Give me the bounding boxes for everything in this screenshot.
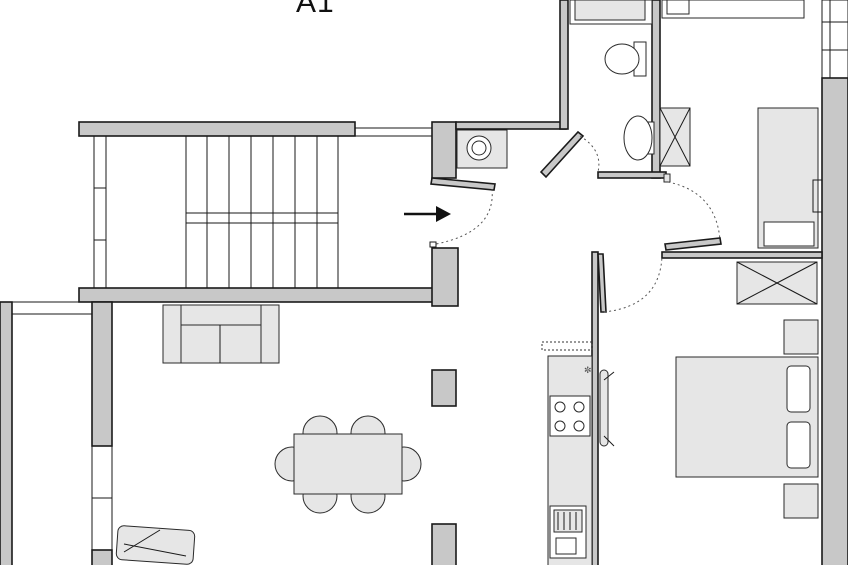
east-wall <box>821 77 848 565</box>
entry-wall-top <box>431 121 457 179</box>
armchair <box>115 525 196 565</box>
entry-door-swing <box>435 188 493 245</box>
dining-table <box>274 415 422 514</box>
arrow-right-icon <box>404 206 451 222</box>
bedroom-2 <box>659 0 823 259</box>
bedroom-2-door <box>664 237 722 251</box>
bath-wall-west <box>559 0 569 130</box>
bath-wall-south <box>455 121 567 130</box>
sofa <box>162 304 280 364</box>
hall-wall <box>597 171 667 179</box>
stair-window <box>93 135 107 289</box>
balcony-rail <box>11 301 93 315</box>
column-bottom <box>431 523 457 565</box>
kitchen-sink <box>549 505 587 559</box>
stair-wall-bottom <box>78 287 457 303</box>
bedroom-partition <box>661 251 823 259</box>
column-top <box>431 369 457 407</box>
toilet <box>604 41 647 77</box>
nightstand-top <box>783 319 819 355</box>
nightstand-bottom <box>783 483 819 519</box>
bed-small <box>661 0 805 19</box>
living-room <box>91 301 457 565</box>
unit-label: A1 <box>296 0 335 19</box>
bath-door <box>539 130 585 179</box>
west-wall <box>0 301 13 565</box>
range-hood <box>541 341 593 351</box>
stairwell <box>78 121 457 303</box>
cooktop <box>549 395 591 437</box>
east-window <box>821 0 848 79</box>
wall-lamp <box>599 369 615 447</box>
entry-wall-bottom <box>431 247 459 307</box>
stair-treads <box>185 135 339 289</box>
entry-door <box>430 177 496 191</box>
bedroom-1-door <box>597 253 607 313</box>
entrance <box>404 121 496 307</box>
bedroom-1 <box>591 251 819 565</box>
faucet-icon: ✼ <box>584 366 592 376</box>
kitchen: ✼ <box>541 341 593 565</box>
sink <box>623 115 655 161</box>
living-wall-west <box>91 301 113 447</box>
stair-wall-top <box>78 121 356 137</box>
kitchen-partition <box>591 251 599 565</box>
bathroom <box>455 0 667 179</box>
